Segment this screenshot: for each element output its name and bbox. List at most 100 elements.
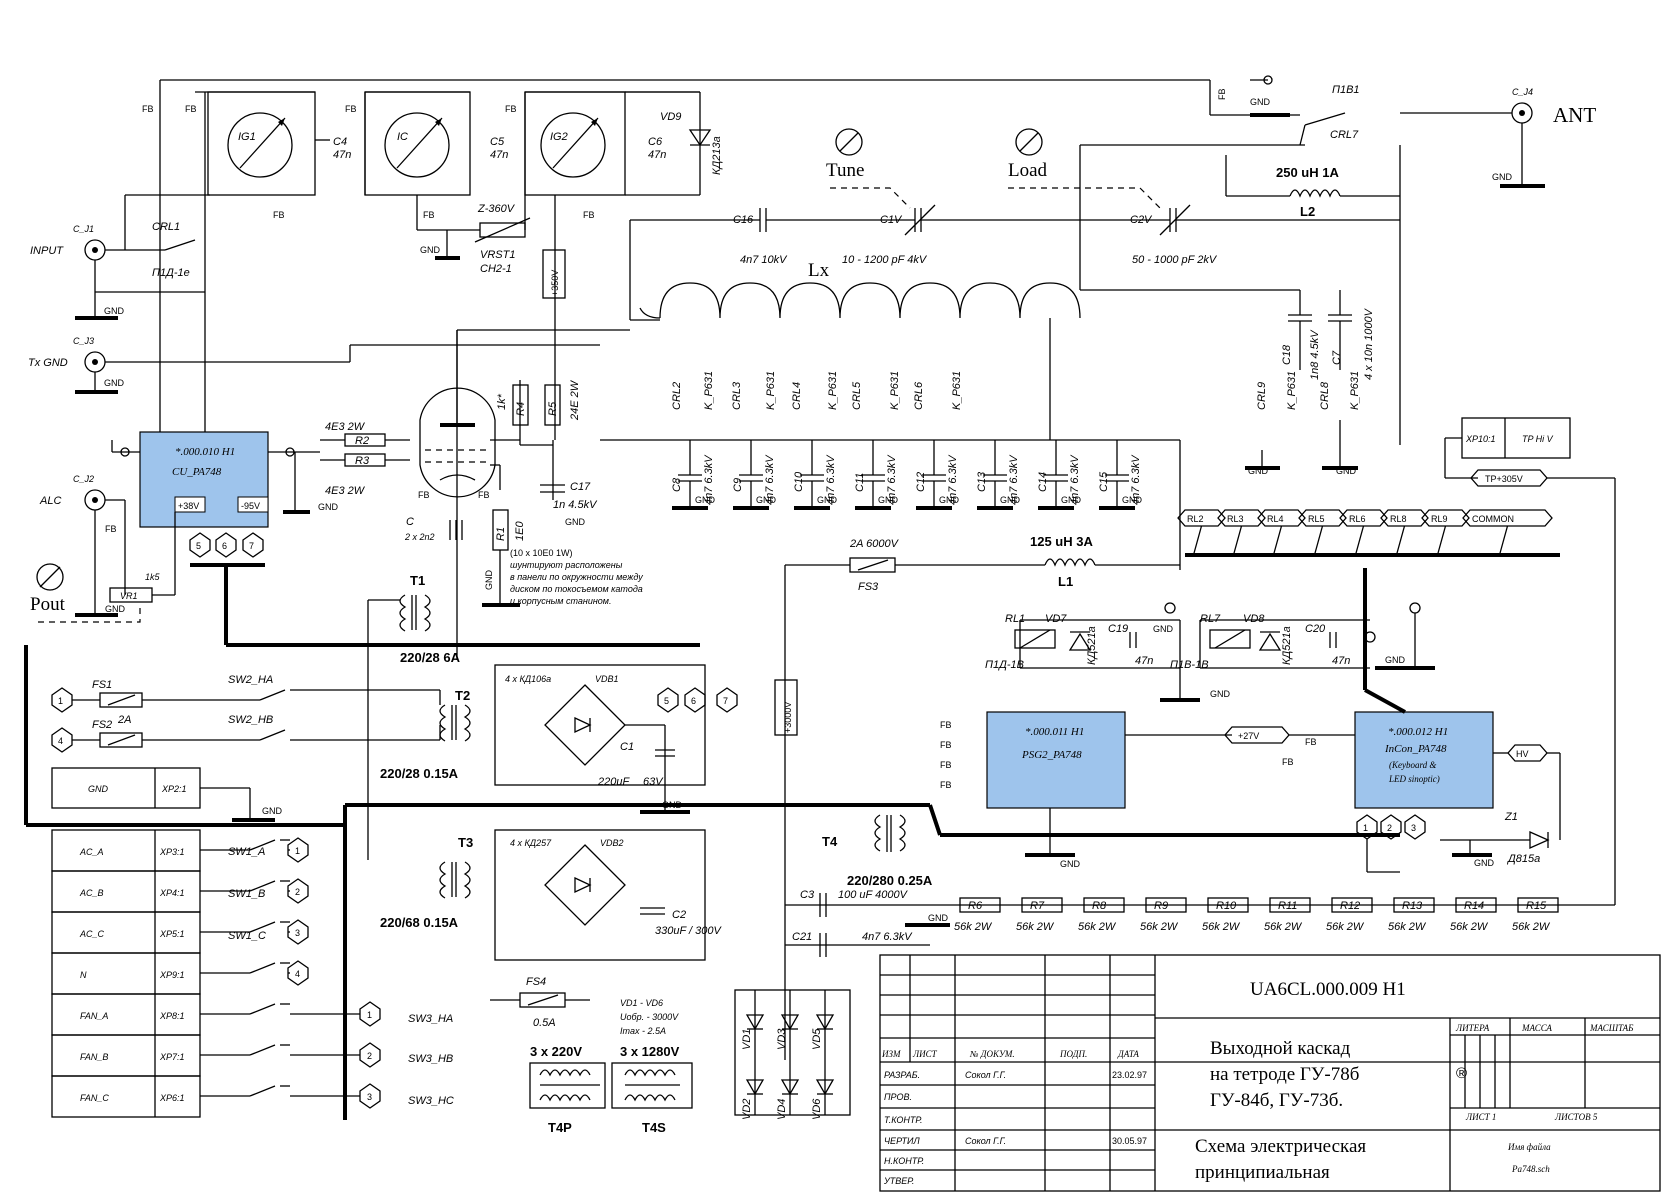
gnd-label: GND [318, 502, 339, 512]
diode-icon [780, 1014, 800, 1031]
input-section: C_J1 INPUT GND CRL1 П1Д-1е C_J3 Tx GND G… [28, 194, 600, 394]
sheet-label: ЛИСТ 1 [1465, 1112, 1496, 1122]
fs1-label: FS1 [92, 679, 112, 691]
gnd-label: GND [104, 306, 125, 316]
title-line-2: на тетроде ГУ-78б [1210, 1064, 1359, 1085]
hex-num: 2 [1387, 823, 1392, 833]
sw3ha-label: SW3_HA [408, 1013, 453, 1025]
vdb1-type: 4 x КД106а [505, 674, 551, 684]
c3-label: C3 [800, 889, 815, 901]
bus-tag [1217, 509, 1266, 527]
c7-value: 1n 4.5kV [553, 499, 598, 511]
tp-hiv: XP10:1 TP Hi V TP+305V [1444, 417, 1616, 905]
gnd-label: GND [939, 495, 960, 505]
vd7-type: КД521а [1086, 626, 1098, 665]
c19-label: C19 [1108, 623, 1128, 635]
crl3-label: CRL3 [731, 381, 743, 410]
crl9-relay: K_P631 [1286, 371, 1298, 410]
c16-label: C16 [733, 214, 754, 226]
alc-label: ALC [39, 495, 61, 507]
meter-ig1-label: IG1 [238, 131, 256, 143]
gnd-label: GND [1060, 859, 1081, 869]
hv-resistor [1455, 897, 1497, 913]
tb-role: Н.КОНТР. [884, 1156, 924, 1166]
hv-resistor-value: 56k 2W [1140, 921, 1179, 933]
c20-value: 47n [1332, 655, 1350, 667]
r5-label: R5 [547, 401, 559, 416]
crl4-relay: K_P631 [827, 371, 839, 410]
bank-cap-value: 4n7 6.3kV [886, 454, 898, 505]
ac-row-name: AC_A [79, 847, 104, 857]
meter-ig2-label: IG2 [550, 131, 568, 143]
c21-label: C21 [792, 931, 812, 943]
hv-resistor-value: 56k 2W [954, 921, 993, 933]
hv-resistor [1331, 897, 1373, 913]
meter-ig1-icon [227, 112, 293, 178]
relay-coils: RL1 VD7 КД521а C19 47n GND П1Д-1В GND П1… [985, 602, 1435, 702]
hv-resistor-value: 56k 2W [1016, 921, 1055, 933]
c17-label: C18 [1281, 344, 1293, 365]
txgnd-label: Tx GND [28, 357, 68, 369]
ac-row-pin: XP4:1 [159, 888, 185, 898]
r2-label: R2 [355, 435, 369, 447]
lx-label: Lx [808, 260, 830, 281]
vd-list: VD1 - VD6 [620, 998, 663, 1008]
bank-cap-label: C11 [854, 473, 866, 492]
vdb2-label: VDB2 [600, 838, 624, 848]
bus-tag-label: RL6 [1349, 514, 1366, 524]
gnd-label: GND [1250, 97, 1271, 107]
hv-resistor-label: R7 [1030, 900, 1045, 912]
pout-knob-icon[interactable] [36, 563, 64, 591]
vrst1-group: Z-360V VRST1 СН2-1 GND +350V [416, 195, 566, 440]
hex-num: 5 [196, 541, 201, 551]
title-block-rows: РАЗРАБ.Сокол Г.Г.23.02.97ПРОВ.Т.КОНТР.ЧЕ… [883, 1070, 1147, 1186]
fs3-value: 2A 6000V [849, 538, 900, 550]
t2-transformer: T2 220/28 0.15A 4 x КД106а VDB1 C1 220uF… [380, 664, 738, 814]
tb-role: РАЗРАБ. [884, 1070, 920, 1080]
gnd-label: GND [1385, 655, 1406, 665]
fb-label: FB [940, 780, 952, 790]
registered-mark: ® [1456, 1065, 1467, 1082]
bank-cap-value: 4n7 6.3kV [947, 454, 959, 505]
r1-value: 1E0 [514, 521, 526, 541]
bus-tag [1257, 509, 1306, 527]
crl5-label: CRL5 [851, 381, 863, 410]
c5-label: C5 [490, 136, 505, 148]
xp2-name: GND [88, 784, 109, 794]
p1d1e-label: П1Д-1е [152, 267, 190, 279]
t2-value: 220/28 0.15A [380, 766, 459, 781]
bank-cap-value: 4n7 6.3kV [1130, 454, 1142, 505]
vd9-diode-icon [688, 129, 712, 147]
incon-extra-1: (Keyboard & [1389, 760, 1436, 770]
fb-label: FB [505, 104, 517, 114]
hex-num: 3 [295, 928, 300, 938]
vd8-label: VD8 [1243, 613, 1265, 625]
subtitle-line-2: принципиальная [1195, 1162, 1330, 1183]
tb-role: УТВЕР. [883, 1176, 914, 1186]
thick-bus [24, 645, 1400, 1120]
c18-label: C7 [1331, 350, 1343, 365]
hex-num: 7 [249, 541, 254, 551]
gnd-label: GND [878, 495, 899, 505]
p1d1v-label: П1Д-1В [985, 659, 1024, 671]
bus-tag [1421, 509, 1470, 527]
note-line-4: и корпусным станином. [510, 596, 611, 606]
top-wiring [159, 79, 1300, 440]
cu-pin-95: -95V [241, 501, 260, 511]
incon-name: InCon_PA748 [1384, 743, 1447, 755]
c-label: C [406, 516, 414, 528]
bus-tag-label: RL8 [1390, 514, 1407, 524]
hv-resistor-label: R8 [1092, 900, 1107, 912]
tune-knob-icon[interactable] [835, 128, 863, 156]
fb-label: FB [105, 524, 117, 534]
bank-cap-label: C13 [976, 471, 988, 492]
diode-icon [815, 1079, 835, 1096]
incon-ref: *.000.012 H1 [1388, 726, 1448, 738]
title-block: UA6CL.000.009 H1 Выходной каскад на тетр… [879, 954, 1661, 1192]
c7-label: C17 [570, 481, 591, 493]
t4s-value: 3 x 1280V [620, 1044, 680, 1059]
title-line-1: Выходной каскад [1210, 1038, 1351, 1059]
load-knob-icon[interactable] [1015, 128, 1043, 156]
c16-value: 4n7 10kV [740, 254, 788, 266]
ac-row-name: N [80, 970, 87, 980]
